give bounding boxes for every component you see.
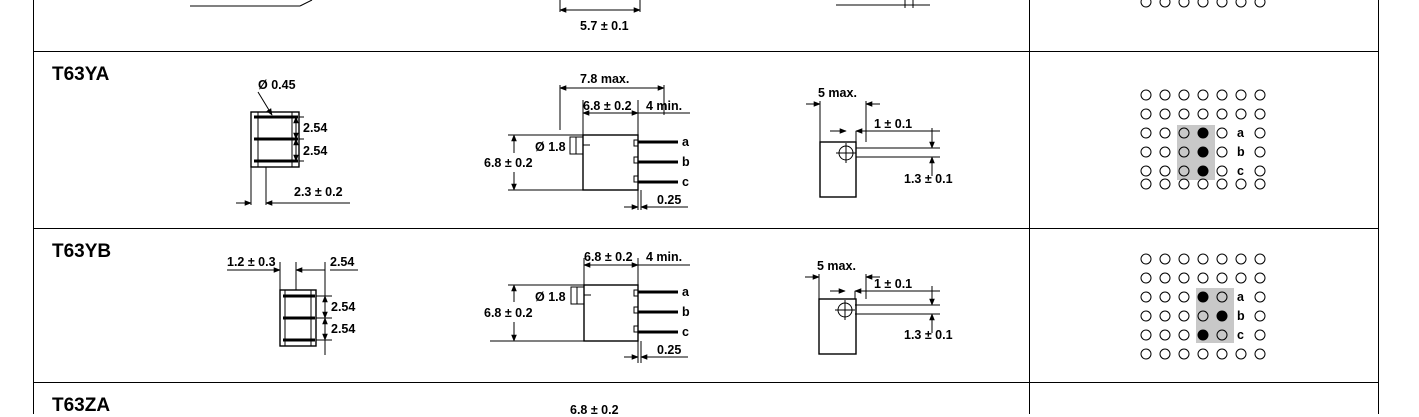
model-label-t63yb: T63YB xyxy=(52,241,112,262)
top-row-partial-drawings: 5.7 ± 0.1 xyxy=(190,0,1266,33)
t63yb-grid-a: a xyxy=(1237,290,1245,304)
t63ya-pin-dia: Ø 0.45 xyxy=(258,78,296,92)
t63ya-adj-dia: Ø 1.8 xyxy=(535,140,566,154)
t63ya-body-len: 6.8 ± 0.2 xyxy=(583,99,632,113)
t63yb-pin-b: b xyxy=(682,305,690,319)
t63yb-side-height: 1.3 ± 0.1 xyxy=(904,328,953,342)
t63yb-adj-dia: Ø 1.8 xyxy=(535,290,566,304)
t63za-partial-drawings: 6.8 ± 0.2 xyxy=(570,403,619,414)
t63ya-pin-b: b xyxy=(682,155,690,169)
t63yb-pin-c: c xyxy=(682,325,689,339)
t63ya-max-len: 7.8 max. xyxy=(580,72,629,86)
t63ya-end-view: 5 max. 1 ± 0.1 1.3 ± 0.1 xyxy=(806,86,953,198)
top-pin-grid xyxy=(1140,0,1266,8)
t63yb-top-view: 1.2 ± 0.3 2.54 2.54 2.54 xyxy=(227,255,358,355)
t63ya-pin-c: c xyxy=(682,175,689,189)
row-separator-2 xyxy=(33,228,1379,229)
t63ya-width: 2.3 ± 0.2 xyxy=(294,185,343,199)
t63ya-top-view: Ø 0.45 2.54 2.54 2.3 ± 0.2 xyxy=(236,78,350,206)
t63ya-pitch1: 2.54 xyxy=(303,121,327,135)
t63yb-side-view: 6.8 ± 0.2 4 min. Ø 1.8 6.8 ± 0.2 a b c 0… xyxy=(484,250,690,363)
table-border-divider xyxy=(1029,0,1030,414)
t63yb-lead-thk: 0.25 xyxy=(657,343,681,357)
t63ya-grid-a: a xyxy=(1237,126,1245,140)
top-bottom-dim: 5.7 ± 0.1 xyxy=(580,19,629,33)
t63yb-pitch-top: 2.54 xyxy=(330,255,354,269)
t63yb-pin-grid: a b c xyxy=(1140,253,1266,360)
t63yb-pin-a: a xyxy=(682,285,690,299)
t63yb-grid-c: c xyxy=(1237,328,1244,342)
table-border-right xyxy=(1378,0,1379,414)
row-separator-3 xyxy=(33,382,1379,383)
t63ya-side-offset: 1 ± 0.1 xyxy=(874,117,912,131)
model-label-t63ya: T63YA xyxy=(52,64,110,85)
t63yb-side-max: 5 max. xyxy=(817,259,856,273)
t63za-body-len: 6.8 ± 0.2 xyxy=(570,403,619,414)
t63yb-lead-len: 4 min. xyxy=(646,250,682,264)
t63ya-side-max: 5 max. xyxy=(818,86,857,100)
t63ya-height: 6.8 ± 0.2 xyxy=(484,156,533,170)
t63ya-lead-len: 4 min. xyxy=(646,99,682,113)
t63ya-side-height: 1.3 ± 0.1 xyxy=(904,172,953,186)
t63ya-pin-a: a xyxy=(682,135,690,149)
t63ya-grid-c: c xyxy=(1237,164,1244,178)
t63yb-height: 6.8 ± 0.2 xyxy=(484,306,533,320)
t63yb-pitch2: 2.54 xyxy=(331,322,355,336)
t63ya-lead-thk: 0.25 xyxy=(657,193,681,207)
t63yb-side-offset: 1 ± 0.1 xyxy=(874,277,912,291)
t63yb-end-view: 5 max. 1 ± 0.1 1.3 ± 0.1 xyxy=(805,259,953,355)
model-label-t63za: T63ZA xyxy=(52,395,111,416)
t63ya-pitch2: 2.54 xyxy=(303,144,327,158)
t63ya-grid-b: b xyxy=(1237,145,1245,159)
t63yb-grid-b: b xyxy=(1237,309,1245,323)
table-border-left xyxy=(33,0,34,414)
t63yb-pitch1: 2.54 xyxy=(331,300,355,314)
row-separator-1 xyxy=(33,51,1379,52)
t63yb-body-len: 6.8 ± 0.2 xyxy=(584,250,633,264)
t63ya-pin-grid: a b c xyxy=(1140,89,1266,190)
t63yb-pin-offset: 1.2 ± 0.3 xyxy=(227,255,276,269)
t63ya-side-view: 7.8 max. 6.8 ± 0.2 4 min. Ø 1.8 6.8 ± 0.… xyxy=(484,72,690,210)
